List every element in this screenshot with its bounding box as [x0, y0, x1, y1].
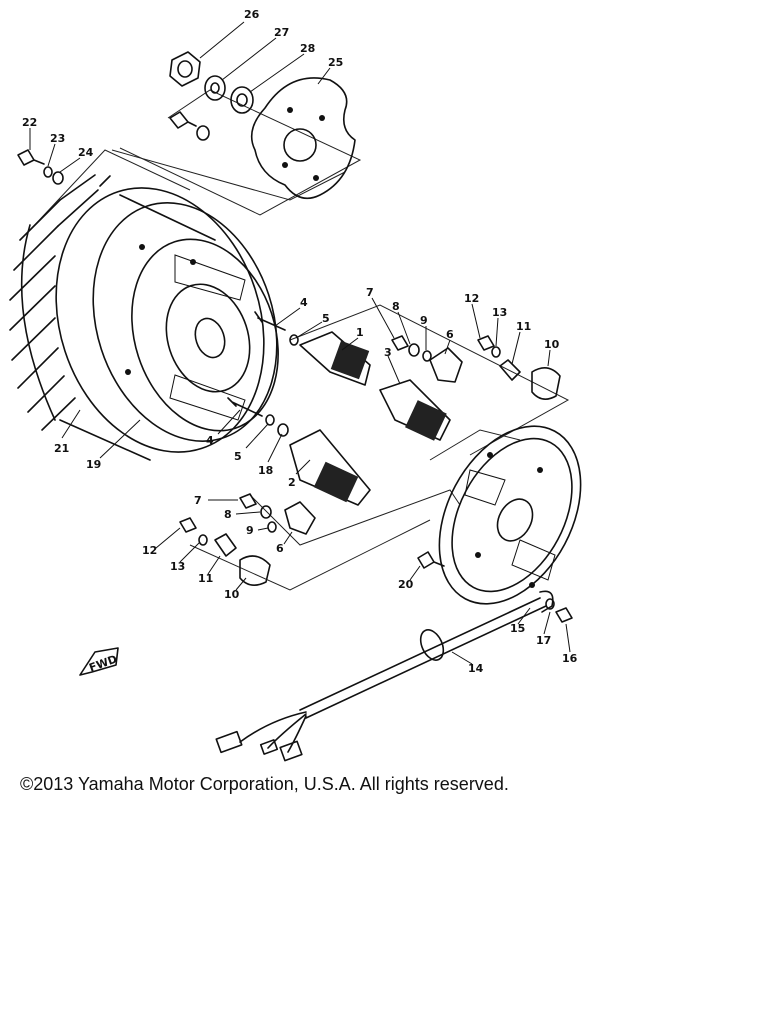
callout-19: 19 — [86, 458, 101, 471]
callout-15: 15 — [510, 622, 525, 635]
callout-14: 14 — [468, 662, 484, 675]
callout-28: 28 — [300, 42, 315, 55]
callout-22: 22 — [22, 116, 37, 129]
callout-27: 27 — [274, 26, 289, 39]
callout-numbers: 26 27 28 25 22 23 24 21 19 4 5 1 7 8 9 6… — [22, 8, 578, 675]
coil-2 — [289, 429, 371, 506]
breaker-parts-upper — [391, 335, 561, 400]
exploded-parts-diagram: FWD — [9, 8, 582, 762]
stator-base-plate — [417, 425, 582, 605]
callout-23: 23 — [50, 132, 65, 145]
callout-4-upper: 4 — [300, 296, 308, 309]
callout-24: 24 — [78, 146, 94, 159]
callout-26: 26 — [244, 8, 260, 21]
callout-12-upper: 12 — [464, 292, 479, 305]
coil-1 — [299, 331, 371, 386]
callout-13-upper: 13 — [492, 306, 507, 319]
screws-and-washers — [227, 311, 299, 437]
callout-13-lower: 13 — [170, 560, 185, 573]
callout-6-upper: 6 — [446, 328, 454, 341]
top-hardware — [169, 51, 356, 200]
callout-16: 16 — [562, 652, 578, 665]
callout-9-lower: 9 — [246, 524, 254, 537]
callout-4-lower: 4 — [206, 434, 214, 447]
callout-11-lower: 11 — [198, 572, 213, 585]
callout-18: 18 — [258, 464, 273, 477]
cooling-fins — [9, 174, 111, 431]
callout-5-lower: 5 — [234, 450, 242, 463]
callout-3: 3 — [384, 346, 392, 359]
callout-20: 20 — [398, 578, 414, 591]
callout-10-lower: 10 — [224, 588, 240, 601]
assembly-frames — [29, 89, 570, 591]
callout-9-upper: 9 — [420, 314, 428, 327]
callout-5-upper: 5 — [322, 312, 330, 325]
callout-21: 21 — [54, 442, 69, 455]
callout-7-lower: 7 — [194, 494, 202, 507]
copyright-notice: ©2013 Yamaha Motor Corporation, U.S.A. A… — [20, 774, 509, 794]
callout-1: 1 — [356, 326, 364, 339]
callout-8-upper: 8 — [392, 300, 400, 313]
wire-harness — [215, 590, 573, 762]
callout-25: 25 — [328, 56, 343, 69]
callout-7-upper: 7 — [366, 286, 374, 299]
callout-12-lower: 12 — [142, 544, 157, 557]
flywheel-rotor — [9, 174, 279, 461]
callout-10-upper: 10 — [544, 338, 560, 351]
callout-17: 17 — [536, 634, 551, 647]
front-direction-marker: FWD — [79, 647, 119, 676]
callout-6-lower: 6 — [276, 542, 284, 555]
breaker-parts-lower — [179, 493, 316, 586]
callout-11-upper: 11 — [516, 320, 531, 333]
bolt-washer-set-left — [17, 149, 64, 185]
callout-leaders — [29, 21, 571, 665]
coil-3 — [379, 379, 451, 441]
callout-8-lower: 8 — [224, 508, 232, 521]
callout-2: 2 — [288, 476, 296, 489]
